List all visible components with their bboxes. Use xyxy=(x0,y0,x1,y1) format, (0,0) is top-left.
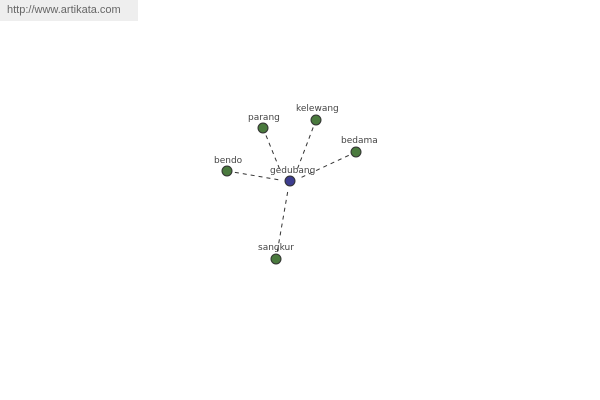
node-kelewang[interactable] xyxy=(310,114,322,126)
label-kelewang[interactable]: kelewang xyxy=(296,104,339,114)
edge-sangkur xyxy=(275,189,289,260)
edge-bendo xyxy=(226,170,281,181)
label-center[interactable]: gedubang xyxy=(270,166,315,176)
label-sangkur[interactable]: sangkur xyxy=(258,243,294,253)
graph-labels: parang kelewang bedama bendo sangkur gedubang xyxy=(214,104,378,253)
node-sangkur[interactable] xyxy=(270,253,282,265)
label-bedama[interactable]: bedama xyxy=(341,136,378,146)
node-center[interactable] xyxy=(284,175,296,187)
node-bedama[interactable] xyxy=(350,146,362,158)
label-parang[interactable]: parang xyxy=(248,113,280,123)
label-bendo[interactable]: bendo xyxy=(214,156,243,166)
graph-nodes xyxy=(221,114,362,265)
node-bendo[interactable] xyxy=(221,165,233,177)
edge-parang xyxy=(262,127,281,171)
node-parang[interactable] xyxy=(257,122,269,134)
edge-bedama xyxy=(299,151,357,179)
graph-edges xyxy=(226,119,357,260)
site-url-banner[interactable]: http://www.artikata.com xyxy=(0,0,138,21)
edge-kelewang xyxy=(296,119,317,171)
